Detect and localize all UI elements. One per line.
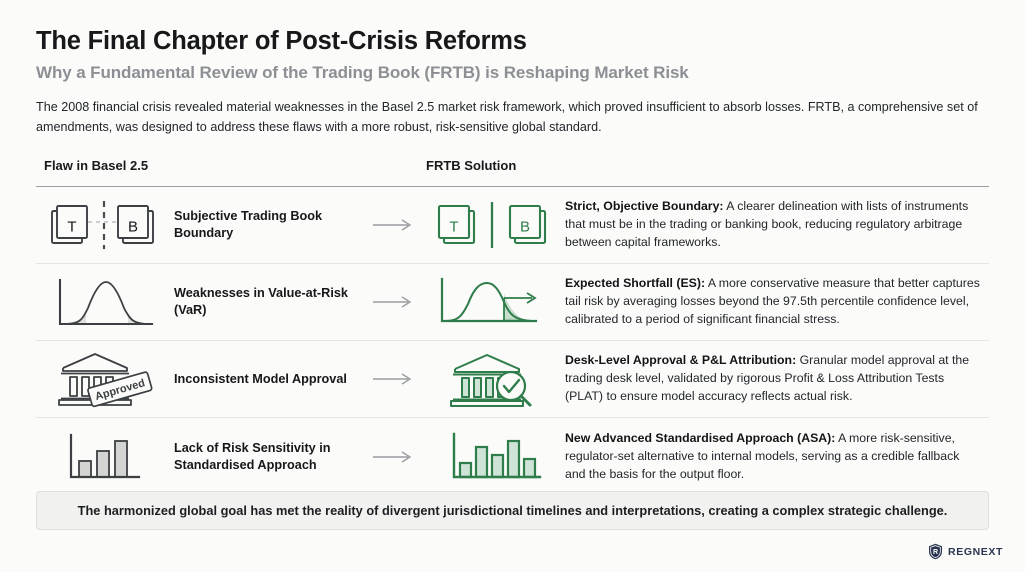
svg-text:B: B [519,219,529,236]
two-books-solid-boundary-icon: T B [432,199,552,251]
arrow-right-icon [372,372,416,386]
brand-name: REGNEXT [948,545,1003,558]
bar-chart-green-icon [440,429,544,485]
svg-text:T: T [449,219,458,236]
solution-text: New Advanced Standardised Approach (ASA)… [559,430,989,484]
solution-icon-cell [424,350,559,408]
solution-lead: Expected Shortfall (ES): [565,276,706,291]
shield-icon: R [928,543,943,560]
flaw-title: Weaknesses in Value-at-Risk (VaR) [174,286,348,318]
header-divider [36,186,989,188]
table-row: Weaknesses in Value-at-Risk (VaR) [36,264,989,342]
bank-magnifier-check-icon [437,350,547,408]
solution-body: Granular model approval at the trading d… [565,353,970,404]
table-row: Lack of Risk Sensitivity in Standardised… [36,418,989,495]
table-row: Approved Inconsistent Model Approval [36,341,989,419]
column-header-solution: FRTB Solution [426,158,517,174]
flaw-icon-cell: T B [36,199,174,251]
solution-lead: Desk-Level Approval & P&L Attribution: [565,353,797,368]
bell-curve-tail-arrow-icon [432,274,552,330]
flaw-icon-cell [36,429,174,485]
bell-curve-two-tails-icon [50,274,160,330]
solution-body: A clearer delineation with lists of inst… [565,199,969,250]
brand-logo: R REGNEXT [928,543,1003,560]
svg-text:B: B [128,219,138,236]
solution-icon-cell [424,274,559,330]
comparison-rows: T B Subjective Trading Book Boundary [36,187,989,495]
flaw-icon-cell: Approved [36,350,174,408]
solution-text: Desk-Level Approval & P&L Attribution: G… [559,352,989,406]
page-subtitle: Why a Fundamental Review of the Trading … [36,63,689,83]
solution-body: A more conservative measure that better … [565,276,980,327]
flaw-icon-cell [36,274,174,330]
intro-paragraph: The 2008 financial crisis revealed mater… [36,100,978,134]
solution-icon-cell [424,429,559,485]
solution-body: A more risk-sensitive, regulator-set alt… [565,430,960,481]
arrow-right-icon [372,295,416,309]
table-row: T B Subjective Trading Book Boundary [36,187,989,265]
bar-chart-grey-icon [57,429,153,485]
solution-lead: Strict, Objective Boundary: [565,199,724,214]
page-title: The Final Chapter of Post-Crisis Reforms [36,27,527,55]
arrow-cell [364,295,424,309]
svg-text:R: R [933,549,938,556]
column-header-row: Flaw in Basel 2.5 FRTB Solution [36,158,989,182]
two-books-dashed-boundary-icon: T B [46,199,164,251]
solution-text: Expected Shortfall (ES): A more conserva… [559,275,989,329]
solution-lead: New Advanced Standardised Approach (ASA)… [565,430,836,445]
arrow-cell [364,218,424,232]
flaw-title: Lack of Risk Sensitivity in Standardised… [174,440,331,472]
column-header-flaw: Flaw in Basel 2.5 [44,158,149,174]
arrow-cell [364,372,424,386]
arrow-right-icon [372,450,416,464]
footer-banner: The harmonized global goal has met the r… [36,491,989,530]
svg-text:T: T [67,219,76,236]
solution-icon-cell: T B [424,199,559,251]
flaw-title: Subjective Trading Book Boundary [174,209,323,241]
flaw-title: Inconsistent Model Approval [174,371,347,386]
bank-approved-stamp-icon: Approved [49,350,161,408]
arrow-cell [364,450,424,464]
solution-text: Strict, Objective Boundary: A clearer de… [559,198,989,252]
arrow-right-icon [372,218,416,232]
